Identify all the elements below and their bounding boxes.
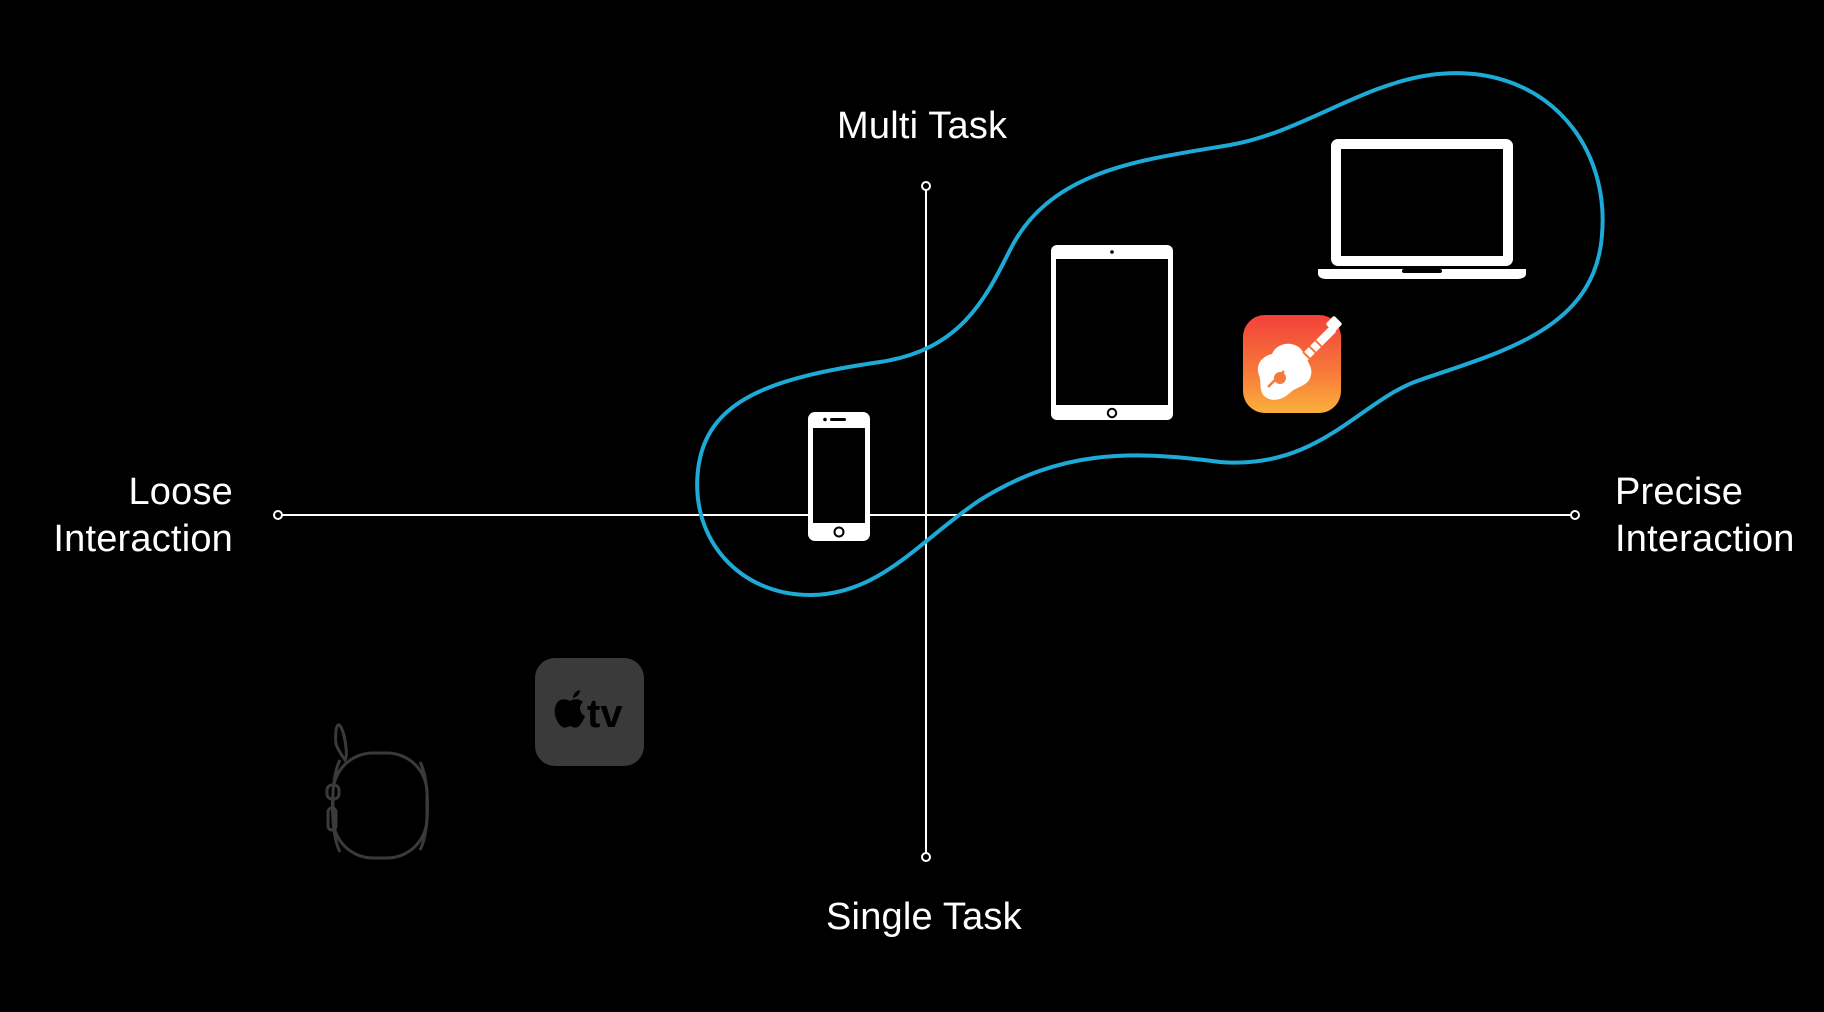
axis-label-single-task: Single Task: [826, 896, 1022, 938]
loose-label-line1: Loose: [128, 471, 233, 513]
axis-label-loose-interaction: Loose Interaction: [53, 469, 233, 563]
precise-label-line2: Interaction: [1615, 518, 1795, 560]
precise-label-line1: Precise: [1615, 471, 1744, 513]
apple-watch-icon: [325, 723, 429, 860]
axis-end-bottom: [921, 852, 931, 862]
axis-label-multi-task: Multi Task: [837, 105, 1008, 147]
axis-end-top: [921, 181, 931, 191]
ipad-icon: [1051, 245, 1173, 420]
axis-label-precise-interaction: Precise Interaction: [1615, 469, 1795, 563]
apple-tv-icon: tv: [535, 658, 644, 766]
apple-tv-label: tv: [587, 692, 623, 736]
axis-end-left: [273, 510, 283, 520]
highlight-outline: [695, 71, 1605, 598]
loose-label-line2: Interaction: [53, 518, 233, 560]
apple-logo-icon: [554, 690, 585, 728]
vertical-axis: [921, 181, 931, 862]
axis-end-right: [1570, 510, 1580, 520]
garageband-icon: [1243, 315, 1342, 413]
macbook-icon: [1318, 139, 1526, 279]
iphone-icon: [808, 412, 870, 541]
